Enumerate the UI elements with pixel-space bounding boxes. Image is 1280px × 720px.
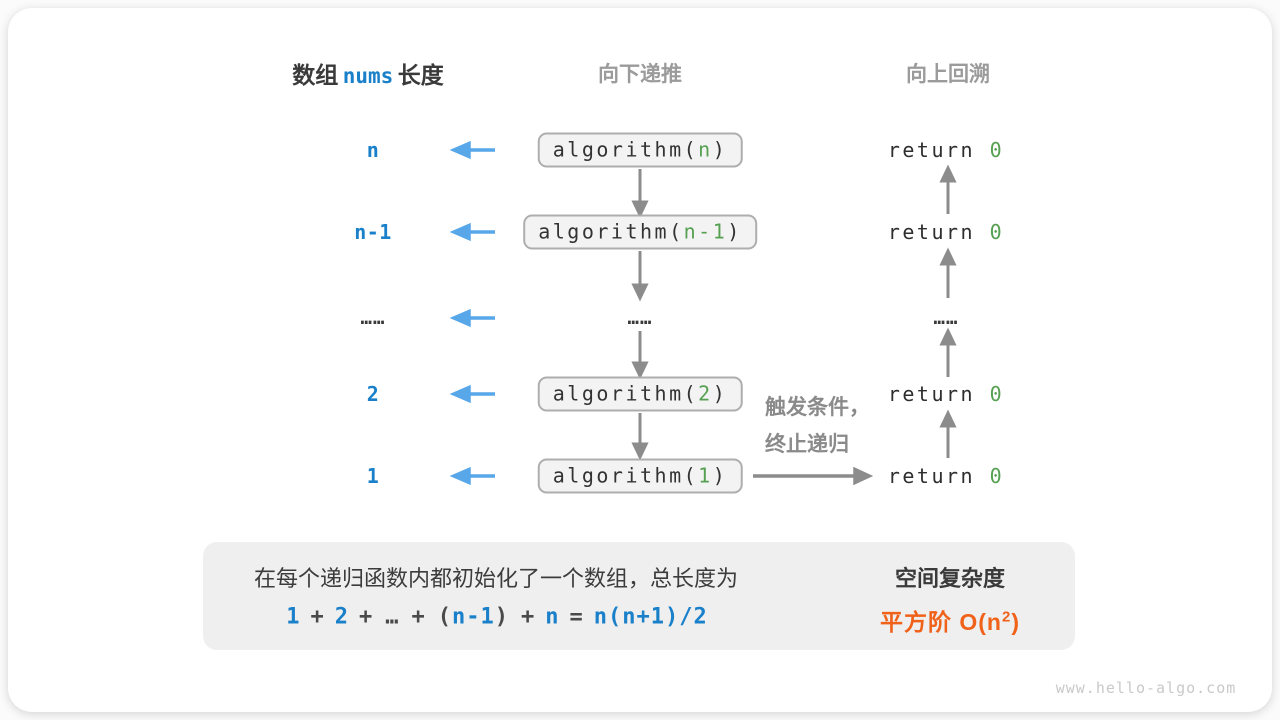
up-arrow-head-3 — [939, 327, 957, 346]
watermark: www.hello-algo.com — [1055, 679, 1237, 697]
call-arg: n — [698, 137, 713, 162]
formula-op: + — [521, 604, 536, 630]
formula-term: 1 — [286, 604, 301, 630]
base-case-arrow-head — [853, 466, 874, 486]
base-case-note: 触发条件， 终止递归 — [765, 389, 870, 463]
up-arrow-head-1 — [939, 164, 957, 183]
complexity-exponent: 2 — [1001, 608, 1012, 626]
complexity-value: 平方阶 O(n2) — [880, 603, 1020, 637]
return-keyword: return — [887, 464, 976, 488]
down-arrow-head-2 — [631, 283, 649, 302]
complexity-title: 空间复杂度 — [894, 566, 1006, 591]
formula-term: 2 — [334, 604, 350, 630]
ellipsis-left: …… — [360, 307, 386, 329]
left-arrow-head-n — [449, 140, 471, 160]
complexity-value-prefix: 平方阶 O(n — [879, 609, 1002, 635]
length-label-2: 2 — [366, 382, 380, 406]
formula-equals: = — [569, 604, 584, 630]
call-box-n1: algorithm(n-1) — [523, 214, 757, 250]
call-fn-prefix: algorithm( — [552, 381, 699, 406]
return-statement-1: return 0 — [888, 464, 1004, 488]
formula-result: n(n+1)/2 — [593, 604, 708, 630]
header-array-suffix: 长度 — [397, 62, 444, 88]
length-label-1: 1 — [366, 464, 380, 488]
return-keyword: return — [887, 138, 976, 162]
return-statement-n1: return 0 — [888, 220, 1004, 244]
base-case-note-line1: 触发条件， — [765, 396, 870, 419]
complexity-value-suffix: ) — [1011, 609, 1021, 635]
summary-formula: 1 +2 + … + (n-1) + n = n(n+1)/2 — [282, 605, 711, 630]
call-fn-suffix: ) — [727, 219, 742, 244]
left-arrow-head-dots — [449, 308, 471, 328]
call-fn-suffix: ) — [712, 463, 728, 488]
call-fn-suffix: ) — [712, 137, 728, 162]
length-label-n: n — [366, 138, 380, 162]
formula-op: + — [359, 604, 374, 630]
down-arrow-head-3 — [631, 361, 649, 380]
up-arrow-head-2 — [939, 247, 957, 266]
formula-term: n — [545, 604, 560, 630]
up-arrow-head-4 — [939, 409, 957, 428]
ellipsis-right: …… — [933, 307, 959, 329]
left-arrow-head-1 — [449, 466, 471, 486]
down-arrow-head-4 — [631, 442, 649, 461]
base-case-note-line2: 终止递归 — [765, 433, 849, 456]
return-value: 0 — [989, 138, 1005, 162]
call-arg: n-1 — [683, 219, 728, 244]
left-arrow-head-2 — [449, 384, 471, 404]
return-value: 0 — [989, 220, 1005, 244]
return-value: 0 — [989, 464, 1005, 488]
call-fn-prefix: algorithm( — [552, 137, 699, 162]
ellipsis-middle: …… — [627, 307, 653, 329]
down-arrow-head-1 — [631, 200, 649, 219]
call-box-1: algorithm(1) — [537, 458, 743, 494]
formula-lparen: ( — [437, 604, 453, 630]
return-keyword: return — [887, 382, 976, 406]
return-value: 0 — [989, 382, 1005, 406]
length-label-n1: n-1 — [354, 220, 392, 244]
header-backtrack-up: 向上回溯 — [906, 63, 990, 86]
call-fn-suffix: ) — [712, 381, 728, 406]
return-statement-n: return 0 — [888, 138, 1004, 162]
formula-op: + — [310, 604, 325, 630]
call-fn-prefix: algorithm( — [538, 219, 684, 244]
header-nums-code: nums — [342, 64, 394, 88]
call-arg: 1 — [698, 463, 713, 488]
left-arrow-head-n1 — [449, 222, 471, 242]
formula-term: n-1 — [452, 604, 495, 630]
return-statement-2: return 0 — [888, 382, 1004, 406]
header-recurse-down: 向下递推 — [598, 63, 682, 86]
header-array-prefix: 数组 — [292, 62, 339, 88]
return-keyword: return — [887, 220, 976, 244]
header-array-length: 数组 nums 长度 — [292, 56, 443, 90]
call-fn-prefix: algorithm( — [552, 463, 699, 488]
call-box-n: algorithm(n) — [537, 132, 743, 168]
formula-ellipsis: … — [385, 604, 400, 630]
summary-description: 在每个递归函数内都初始化了一个数组，总长度为 — [253, 566, 739, 591]
formula-op: + — [411, 604, 426, 630]
call-box-2: algorithm(2) — [537, 376, 743, 412]
summary-panel — [203, 542, 1075, 650]
formula-rparen: ) — [494, 604, 510, 630]
call-arg: 2 — [698, 381, 713, 406]
